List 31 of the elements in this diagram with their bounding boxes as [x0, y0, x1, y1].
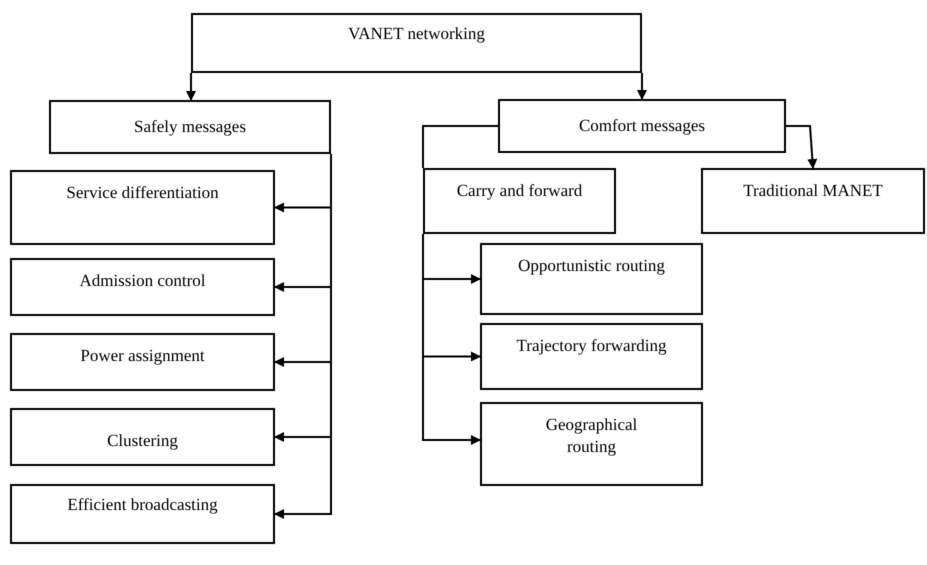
category-box — [701, 168, 925, 234]
connector-arrow — [186, 73, 196, 101]
connector-arrow — [274, 154, 332, 519]
category-box — [49, 100, 331, 154]
connector-arrow — [637, 73, 647, 100]
category-box — [423, 168, 616, 234]
box-label: Comfort messages — [578, 115, 706, 137]
category-box — [10, 170, 275, 245]
box-label: Power assignment — [80, 345, 205, 367]
box-label: Service differentiation — [66, 182, 219, 204]
box-label: Carry and forward — [456, 180, 582, 202]
box-label: Geographical routing — [544, 414, 638, 458]
category-box — [10, 258, 275, 316]
box-label: Clustering — [107, 430, 178, 452]
category-box — [480, 243, 703, 315]
category-box — [10, 484, 275, 544]
category-box — [191, 13, 642, 73]
connector-arrow — [786, 125, 818, 169]
box-label: Opportunistic routing — [518, 255, 665, 277]
box-label: Admission control — [79, 270, 206, 292]
box-label: Efficient broadcasting — [67, 494, 218, 516]
connector-arrow — [422, 234, 481, 445]
category-box — [10, 333, 275, 391]
category-box — [480, 402, 703, 486]
box-label: VANET networking — [348, 23, 485, 45]
category-box — [10, 408, 275, 466]
category-box — [480, 323, 703, 390]
box-label: Safely messages — [134, 116, 246, 138]
box-label: Trajectory forwarding — [516, 335, 666, 357]
category-box — [498, 99, 786, 153]
box-label: Traditional MANET — [743, 180, 883, 202]
